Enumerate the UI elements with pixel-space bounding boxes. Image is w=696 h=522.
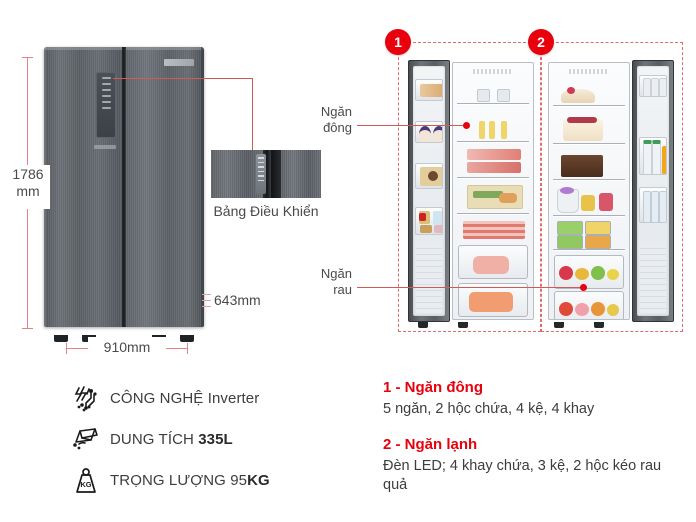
- height-value: 1786: [12, 166, 44, 182]
- depth-dimension-label: 643mm: [214, 292, 261, 308]
- callout-line-1: Ngăn: [320, 104, 352, 119]
- spec-row-inverter: CÔNG NGHỆ Inverter: [62, 378, 362, 419]
- capacity-icon: [62, 427, 110, 453]
- fridge-right-edge: [201, 47, 204, 327]
- freezer-door: [408, 60, 450, 322]
- zone-1-heading: 1 - Ngăn đông: [383, 379, 483, 396]
- depth-dimension-marker: [202, 294, 211, 307]
- svg-text:KG: KG: [80, 480, 91, 489]
- airflow-vent: [569, 69, 609, 74]
- spec-text-plain: DUNG TÍCH: [110, 431, 199, 448]
- door-brand-mark: [94, 145, 116, 149]
- zone-badge-1: 1: [385, 29, 411, 55]
- spec-list: CÔNG NGHỆ Inverter DUNG TÍ: [62, 378, 362, 501]
- height-dimension-label: 1786 mm: [4, 166, 52, 200]
- height-label-mask: [6, 165, 50, 209]
- freezer-compartment: [408, 60, 536, 328]
- product-photo-closed: [44, 47, 204, 342]
- control-panel-on-door: [96, 72, 116, 138]
- freezer-drawer: [458, 283, 528, 317]
- control-panel-closeup: [211, 150, 321, 198]
- door-bin: [639, 137, 667, 175]
- fridge-foot: [54, 335, 68, 342]
- zone-description-1: 1 - Ngăn đông 5 ngăn, 2 hộc chứa, 4 kệ, …: [383, 378, 683, 419]
- zone-2-heading: 2 - Ngăn lạnh: [383, 436, 478, 453]
- vegetable-leader-dot: [580, 284, 587, 291]
- cabinet-foot: [418, 322, 428, 328]
- spec-row-weight: KG TRỌNG LƯỢNG 95KG: [62, 460, 362, 501]
- cabinet-foot: [458, 322, 468, 328]
- spec-text-value: Inverter: [207, 390, 260, 407]
- fridge-body: [44, 47, 204, 327]
- brand-logo: [164, 59, 194, 66]
- inverter-icon: [62, 385, 110, 413]
- freezer-drawer: [458, 245, 528, 279]
- zone-description-2: 2 - Ngăn lạnh Đèn LED; 4 khay chứa, 3 kệ…: [383, 435, 683, 495]
- door-seam: [122, 47, 126, 327]
- door-bin: [415, 207, 443, 235]
- spec-text-plain: CÔNG NGHỆ: [110, 390, 208, 407]
- zone-2-body: Đèn LED; 4 khay chứa, 3 kệ, 2 hộc kéo ra…: [383, 458, 662, 493]
- cooler-door: [632, 60, 674, 322]
- zone-description-list: 1 - Ngăn đông 5 ngăn, 2 hộc chứa, 4 kệ, …: [383, 378, 683, 495]
- fridge-foot: [180, 335, 194, 342]
- control-panel-leader-elbow: [252, 78, 253, 151]
- spec-label-capacity: DUNG TÍCH 335L: [110, 431, 233, 448]
- control-panel-leader-line: [113, 78, 253, 79]
- cooler-cavity: [548, 62, 630, 320]
- spec-row-capacity: DUNG TÍCH 335L: [62, 419, 362, 460]
- open-fridge-illustration: 1 2: [385, 29, 683, 332]
- door-bin: [415, 121, 443, 143]
- control-panel-buttons: [256, 154, 266, 194]
- vegetable-drawer: [554, 255, 624, 289]
- weight-icon: KG: [62, 467, 110, 495]
- freezer-leader-dot: [463, 122, 470, 129]
- zone-1-body: 5 ngăn, 2 hộc chứa, 4 kệ, 4 khay: [383, 401, 595, 417]
- vegetable-leader-line: [357, 287, 583, 288]
- freezer-leader-line: [357, 125, 467, 126]
- control-panel-caption: Bảng Điều Khiển: [213, 203, 319, 219]
- cooler-compartment: [546, 60, 674, 328]
- spec-text-value: 335L: [198, 431, 233, 448]
- width-label-mask: [88, 337, 166, 359]
- fridge-zone-outline: [541, 42, 683, 332]
- vegetable-drawer: [554, 291, 624, 319]
- airflow-vent: [473, 69, 513, 74]
- spec-label-weight: TRỌNG LƯỢNG 95KG: [110, 472, 270, 489]
- door-bin: [415, 79, 443, 101]
- callout-line-2: đông: [323, 120, 352, 135]
- freezer-cavity: [452, 62, 534, 320]
- callout-line-1: Ngăn: [320, 266, 352, 281]
- door-bin: [639, 187, 667, 223]
- freezer-callout-label: Ngăn đông: [300, 104, 352, 136]
- width-dimension-label: 910mm: [103, 339, 151, 355]
- height-unit: mm: [16, 183, 40, 199]
- zone-badge-2: 2: [528, 29, 554, 55]
- vegetable-callout-label: Ngăn rau: [300, 266, 352, 298]
- spec-text-plain: TRỌNG LƯỢNG 95: [110, 472, 248, 489]
- spec-label-inverter: CÔNG NGHỆ Inverter: [110, 390, 259, 407]
- door-bin: [415, 163, 443, 189]
- spec-text-value: KG: [247, 472, 270, 489]
- door-bin: [639, 75, 667, 97]
- cabinet-foot: [554, 322, 564, 328]
- cabinet-foot: [594, 322, 604, 328]
- freezer-zone-outline: [398, 42, 541, 332]
- callout-line-2: rau: [333, 282, 352, 297]
